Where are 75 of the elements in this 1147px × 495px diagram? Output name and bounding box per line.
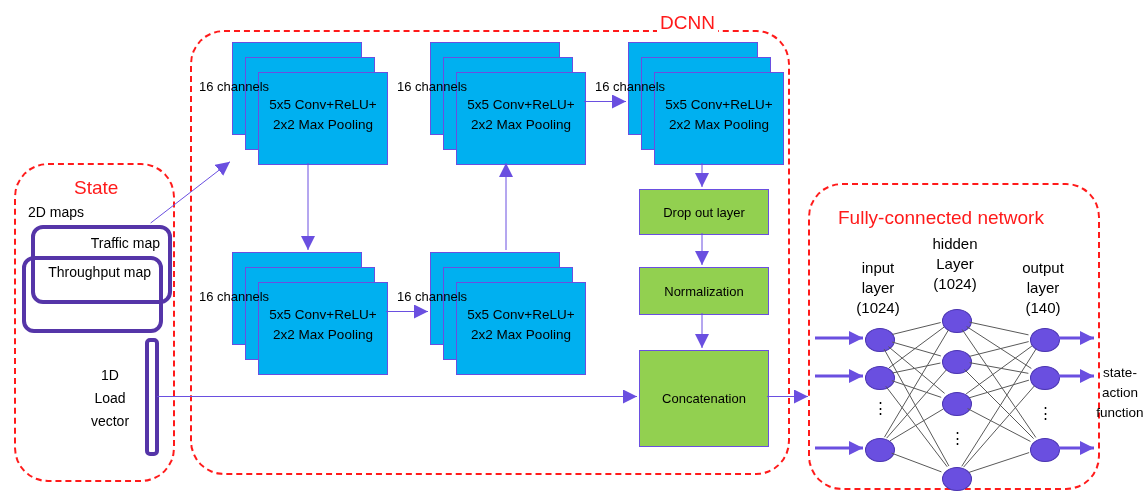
arrow	[815, 331, 863, 345]
map-label: Traffic map	[90, 235, 160, 251]
arrow	[385, 304, 429, 319]
layer-text: 5x5 Conv+ReLU+ 2x2 Max Pooling	[466, 96, 576, 134]
neuron-circle	[865, 438, 895, 462]
connection-line	[969, 362, 1029, 374]
connection-line	[969, 321, 1029, 336]
map-frame	[22, 256, 163, 333]
layer-box	[639, 189, 769, 235]
layer-text: Normalization	[664, 283, 744, 299]
arrow	[156, 389, 638, 404]
layer-text: 5x5 Conv+ReLU+ 2x2 Max Pooling	[466, 306, 576, 344]
layer-label: input layer (1024)	[855, 258, 901, 318]
neuron-circle	[1030, 366, 1060, 390]
arrow	[583, 94, 627, 109]
connection-line	[965, 345, 1033, 395]
connection-line	[968, 341, 1030, 357]
ellipsis-mark: ⋮	[1038, 403, 1048, 423]
arrow	[695, 312, 709, 349]
layer-text: 5x5 Conv+ReLU+ 2x2 Max Pooling	[268, 96, 378, 134]
connection-line	[889, 408, 944, 442]
layer-text: Concatenation	[662, 391, 746, 406]
connection-line	[963, 368, 1035, 440]
arrow	[301, 162, 315, 251]
connection-line	[966, 326, 1032, 369]
layer-box	[639, 267, 769, 315]
connection-line	[883, 329, 950, 438]
arrow	[695, 162, 709, 188]
arrow	[1058, 331, 1094, 345]
layer-label: output layer (140)	[1021, 258, 1065, 318]
neuron-circle	[942, 350, 972, 374]
connection-line	[961, 348, 1037, 467]
connection-line	[891, 452, 942, 473]
neuron-circle	[942, 467, 972, 491]
layer-text: 5x5 Conv+ReLU+ 2x2 Max Pooling	[664, 96, 774, 134]
neuron-circle	[865, 366, 895, 390]
connection-line	[891, 341, 942, 357]
connection-line	[963, 385, 1035, 468]
arrow	[815, 441, 863, 455]
ellipsis-mark: ⋮	[873, 398, 883, 418]
connection-line	[961, 329, 1037, 438]
neuron-circle	[865, 328, 895, 352]
group-frame	[14, 163, 175, 482]
map-label: Throughput map	[48, 264, 151, 280]
arrow	[1058, 441, 1094, 455]
arrow	[766, 389, 809, 404]
connection-line	[883, 348, 950, 467]
arrow	[499, 162, 513, 251]
layer-text: Drop out layer	[663, 204, 745, 220]
neuron-circle	[1030, 438, 1060, 462]
arrow	[150, 161, 231, 224]
connection-line	[891, 380, 942, 398]
layer-label: hidden Layer (1024)	[931, 234, 979, 294]
arrow	[695, 232, 709, 266]
connection-line	[892, 362, 941, 374]
arrow	[815, 369, 863, 383]
connection-line	[887, 346, 946, 394]
connection-line	[968, 452, 1030, 473]
connection-line	[891, 322, 942, 335]
layer-text: 5x5 Conv+ReLU+ 2x2 Max Pooling	[268, 306, 378, 344]
connection-line	[967, 408, 1031, 442]
ellipsis-mark: ⋮	[950, 428, 960, 448]
connection-line	[885, 385, 948, 468]
layer-box	[639, 350, 769, 447]
map-frame	[31, 225, 172, 304]
group-label: 2D maps	[28, 203, 86, 222]
connection-line	[968, 379, 1030, 399]
arrow	[1058, 369, 1094, 383]
neuron-circle	[1030, 328, 1060, 352]
connection-line	[888, 326, 945, 369]
vector-label: 1D Load vector	[89, 366, 131, 431]
neuron-circle	[942, 392, 972, 416]
connection-line	[886, 369, 947, 439]
output-label: state-action function	[1095, 364, 1145, 422]
neuron-circle	[942, 309, 972, 333]
